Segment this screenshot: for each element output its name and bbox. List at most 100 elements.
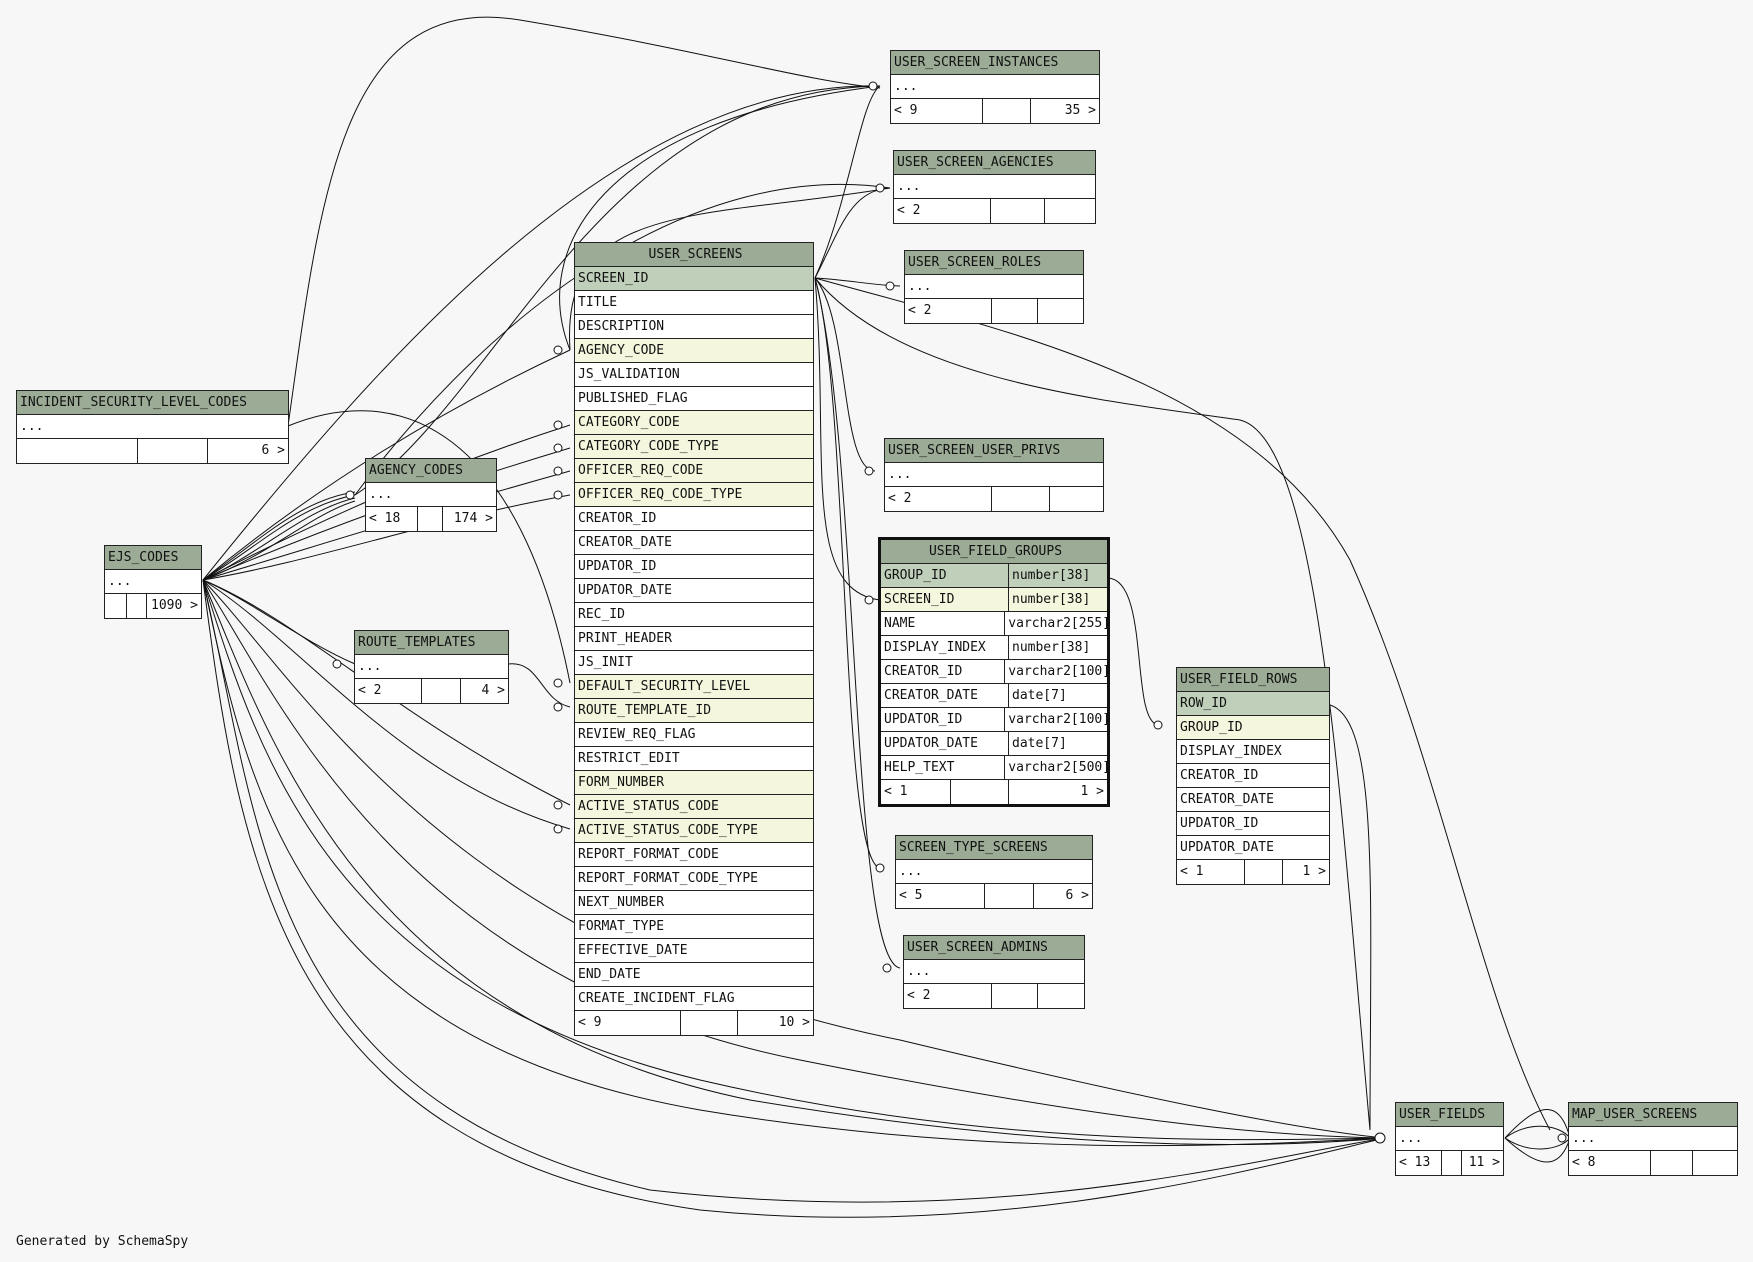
column-row[interactable]: SCREEN_ID [575, 267, 813, 291]
parent-count[interactable]: < 5 [896, 884, 985, 908]
parent-count[interactable]: < 2 [894, 199, 991, 223]
table-title[interactable]: USER_SCREENS [575, 243, 813, 267]
table-title[interactable]: MAP_USER_SCREENS [1569, 1103, 1737, 1127]
table-title[interactable]: USER_SCREEN_INSTANCES [891, 51, 1099, 75]
table-user-screen-agencies[interactable]: USER_SCREEN_AGENCIES ... < 2 [893, 150, 1096, 224]
parent-count[interactable]: < 13 [1396, 1151, 1442, 1175]
table-title[interactable]: USER_SCREEN_USER_PRIVS [885, 439, 1103, 463]
child-count[interactable]: 174 > [453, 511, 493, 526]
table-ejs-codes[interactable]: EJS_CODES ... 1090 > [104, 545, 202, 619]
column-row[interactable]: PRINT_HEADER [575, 627, 813, 651]
column-row[interactable]: OFFICER_REQ_CODE_TYPE [575, 483, 813, 507]
table-map-user-screens[interactable]: MAP_USER_SCREENS ... < 8 [1568, 1102, 1738, 1176]
table-title[interactable]: USER_SCREEN_AGENCIES [894, 151, 1095, 175]
column-row[interactable]: ACTIVE_STATUS_CODE [575, 795, 813, 819]
child-count[interactable]: 35 > [1064, 103, 1096, 118]
column-row[interactable]: GROUP_ID [1177, 716, 1329, 740]
table-title[interactable]: SCREEN_TYPE_SCREENS [896, 836, 1092, 860]
child-count[interactable] [1050, 487, 1103, 511]
column-row[interactable]: CREATOR_ID [1177, 764, 1329, 788]
parent-count[interactable]: < 2 [904, 984, 992, 1008]
column-row[interactable]: UPDATOR_DATE [1177, 836, 1329, 860]
child-count[interactable]: 6 > [261, 443, 285, 458]
table-user-screen-admins[interactable]: USER_SCREEN_ADMINS ... < 2 [903, 935, 1085, 1009]
column-row[interactable]: TITLE [575, 291, 813, 315]
column-row[interactable]: UPDATOR_ID [575, 555, 813, 579]
table-title[interactable]: USER_FIELD_ROWS [1177, 668, 1329, 692]
child-count[interactable] [1693, 1151, 1737, 1175]
table-title[interactable]: USER_FIELD_GROUPS [881, 540, 1107, 564]
table-title[interactable]: USER_FIELDS [1396, 1103, 1503, 1127]
parent-count[interactable]: < 18 [366, 507, 418, 531]
column-row[interactable]: END_DATE [575, 963, 813, 987]
parent-count[interactable]: < 8 [1569, 1151, 1651, 1175]
column-row[interactable]: REC_ID [575, 603, 813, 627]
parent-count[interactable]: < 9 [891, 99, 983, 123]
column-row[interactable]: RESTRICT_EDIT [575, 747, 813, 771]
table-incident-security-level-codes[interactable]: INCIDENT_SECURITY_LEVEL_CODES ... 6 > [16, 390, 289, 464]
table-title[interactable]: USER_SCREEN_ADMINS [904, 936, 1084, 960]
column-row[interactable]: CATEGORY_CODE_TYPE [575, 435, 813, 459]
column-row[interactable]: REPORT_FORMAT_CODE [575, 843, 813, 867]
table-title[interactable]: AGENCY_CODES [366, 459, 496, 483]
child-count[interactable]: 11 > [1468, 1155, 1500, 1170]
parent-count[interactable]: < 1 [1177, 860, 1245, 884]
table-screen-type-screens[interactable]: SCREEN_TYPE_SCREENS ... < 5 6 > [895, 835, 1093, 909]
column-row[interactable]: JS_INIT [575, 651, 813, 675]
parent-count[interactable] [17, 439, 138, 463]
column-row[interactable]: CATEGORY_CODE [575, 411, 813, 435]
table-title[interactable]: INCIDENT_SECURITY_LEVEL_CODES [17, 391, 288, 415]
table-title[interactable]: EJS_CODES [105, 546, 201, 570]
column-row[interactable]: OFFICER_REQ_CODE [575, 459, 813, 483]
column-row[interactable]: NEXT_NUMBER [575, 891, 813, 915]
parent-count[interactable]: < 9 [575, 1011, 681, 1035]
child-count[interactable] [1045, 199, 1095, 223]
column-row[interactable]: DISPLAY_INDEX [1177, 740, 1329, 764]
parent-count[interactable]: < 2 [885, 487, 992, 511]
table-user-screen-user-privs[interactable]: USER_SCREEN_USER_PRIVS ... < 2 [884, 438, 1104, 512]
parent-count[interactable] [105, 594, 127, 618]
column-row[interactable]: CREATOR_DATE [575, 531, 813, 555]
column-row[interactable]: CREATOR_ID [575, 507, 813, 531]
column-row[interactable]: REPORT_FORMAT_CODE_TYPE [575, 867, 813, 891]
parent-count[interactable]: < 1 [881, 780, 951, 804]
child-count[interactable]: 1 > [1302, 864, 1326, 879]
child-count[interactable]: 10 > [778, 1015, 810, 1030]
column-row[interactable]: AGENCY_CODE [575, 339, 813, 363]
column-row[interactable]: CREATOR_DATE [1177, 788, 1329, 812]
column-row[interactable]: UPDATOR_ID [1177, 812, 1329, 836]
table-title[interactable]: ROUTE_TEMPLATES [355, 631, 508, 655]
column-row[interactable]: ROUTE_TEMPLATE_ID [575, 699, 813, 723]
child-count[interactable]: 1 > [1080, 784, 1104, 799]
column-row[interactable]: UPDATOR_DATE [575, 579, 813, 603]
column-row[interactable]: REVIEW_REQ_FLAG [575, 723, 813, 747]
column-row[interactable]: ACTIVE_STATUS_CODE_TYPE [575, 819, 813, 843]
child-count[interactable]: 4 > [481, 683, 505, 698]
column-row[interactable]: JS_VALIDATION [575, 363, 813, 387]
parent-count[interactable]: < 2 [905, 299, 992, 323]
column-row[interactable]: DEFAULT_SECURITY_LEVEL [575, 675, 813, 699]
table-agency-codes[interactable]: AGENCY_CODES ... < 18 174 > [365, 458, 497, 532]
child-count[interactable]: 1090 > [151, 598, 198, 613]
table-user-fields[interactable]: USER_FIELDS ... < 13 11 > [1395, 1102, 1504, 1176]
column-row[interactable]: FORM_NUMBER [575, 771, 813, 795]
child-count[interactable] [1038, 984, 1084, 1008]
column-row[interactable]: CREATE_INCIDENT_FLAG [575, 987, 813, 1011]
child-count[interactable] [1038, 299, 1083, 323]
table-user-screen-roles[interactable]: USER_SCREEN_ROLES ... < 2 [904, 250, 1084, 324]
table-route-templates[interactable]: ROUTE_TEMPLATES ... < 2 4 > [354, 630, 509, 704]
column-row[interactable]: EFFECTIVE_DATE [575, 939, 813, 963]
column-row[interactable]: FORMAT_TYPE [575, 915, 813, 939]
